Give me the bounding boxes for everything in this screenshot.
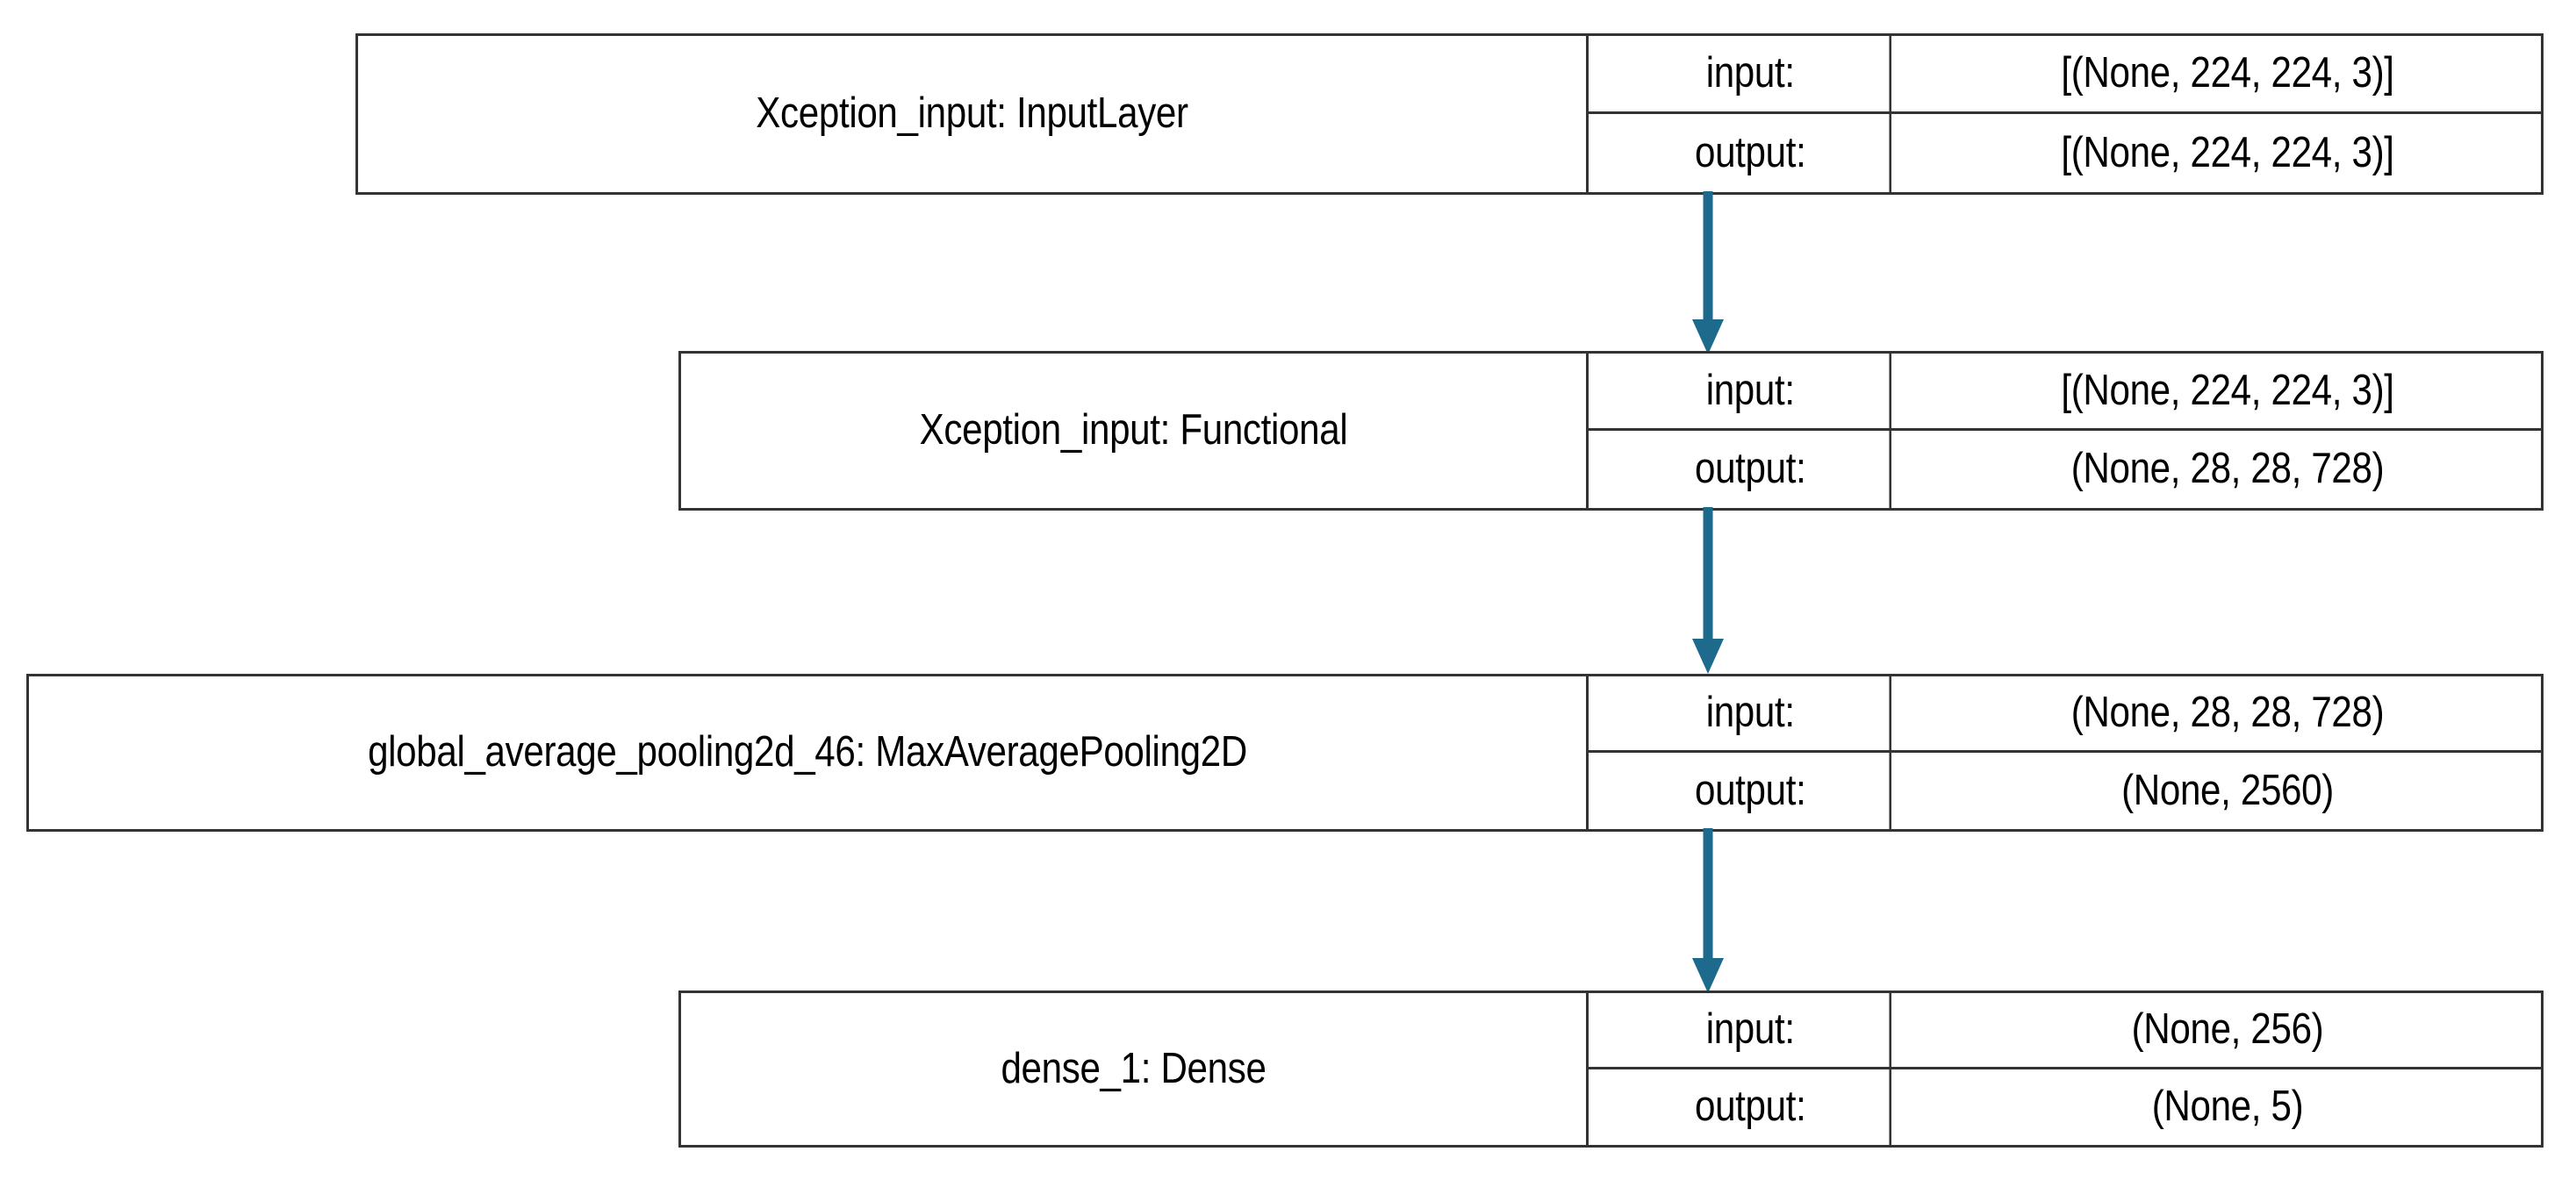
node-input-row: input: [(None, 224, 224, 3)] [1589, 36, 2541, 114]
node-io-block: input: (None, 28, 28, 728) output: (None… [1586, 676, 2541, 829]
edge-arrow-2 [1690, 507, 1726, 676]
edge-arrow-1 [1690, 191, 1726, 356]
input-label: input: [1611, 36, 1892, 111]
output-shape-value: (None, 5) [2151, 1082, 2304, 1130]
node-output-row: output: [(None, 224, 224, 3)] [1589, 114, 2541, 192]
node-io-block: input: [(None, 224, 224, 3)] output: (No… [1586, 354, 2541, 508]
output-label: output: [1611, 114, 1892, 192]
edge-arrow-3 [1690, 828, 1726, 995]
node-label: dense_1: Dense [1001, 1044, 1266, 1092]
output-shape-value: (None, 28, 28, 728) [2070, 445, 2385, 493]
input-label: input: [1611, 354, 1892, 428]
node-xception-input-layer[interactable]: Xception_input: InputLayer input: [(None… [355, 33, 2544, 195]
node-io-block: input: [(None, 224, 224, 3)] output: [(N… [1586, 36, 2541, 192]
input-shape-value: (None, 256) [2131, 1005, 2324, 1053]
node-output-row: output: (None, 28, 28, 728) [1589, 431, 2541, 508]
node-xception-functional[interactable]: Xception_input: Functional input: [(None… [678, 351, 2544, 511]
node-input-row: input: (None, 256) [1589, 993, 2541, 1069]
input-shape-value: [(None, 224, 224, 3)] [2061, 49, 2394, 97]
node-input-row: input: [(None, 224, 224, 3)] [1589, 354, 2541, 431]
input-label: input: [1611, 993, 1892, 1067]
node-label: Xception_input: InputLayer [756, 89, 1188, 138]
node-label: Xception_input: Functional [919, 406, 1348, 454]
input-shape-value: (None, 28, 28, 728) [2070, 689, 2385, 737]
input-label: input: [1611, 676, 1892, 750]
output-label: output: [1611, 1069, 1892, 1145]
node-label: global_average_pooling2d_46: MaxAverageP… [368, 728, 1247, 776]
output-label: output: [1611, 753, 1892, 829]
output-shape-value: [(None, 224, 224, 3)] [2061, 128, 2394, 176]
output-shape-value: (None, 2560) [2121, 766, 2334, 814]
node-dense-1[interactable]: dense_1: Dense input: (None, 256) output… [678, 990, 2544, 1148]
node-input-row: input: (None, 28, 28, 728) [1589, 676, 2541, 753]
input-shape-value: [(None, 224, 224, 3)] [2061, 366, 2394, 414]
output-label: output: [1611, 431, 1892, 508]
node-output-row: output: (None, 2560) [1589, 753, 2541, 829]
node-output-row: output: (None, 5) [1589, 1069, 2541, 1145]
node-io-block: input: (None, 256) output: (None, 5) [1586, 993, 2541, 1145]
node-global-average-pooling2d-46[interactable]: global_average_pooling2d_46: MaxAverageP… [26, 674, 2544, 832]
